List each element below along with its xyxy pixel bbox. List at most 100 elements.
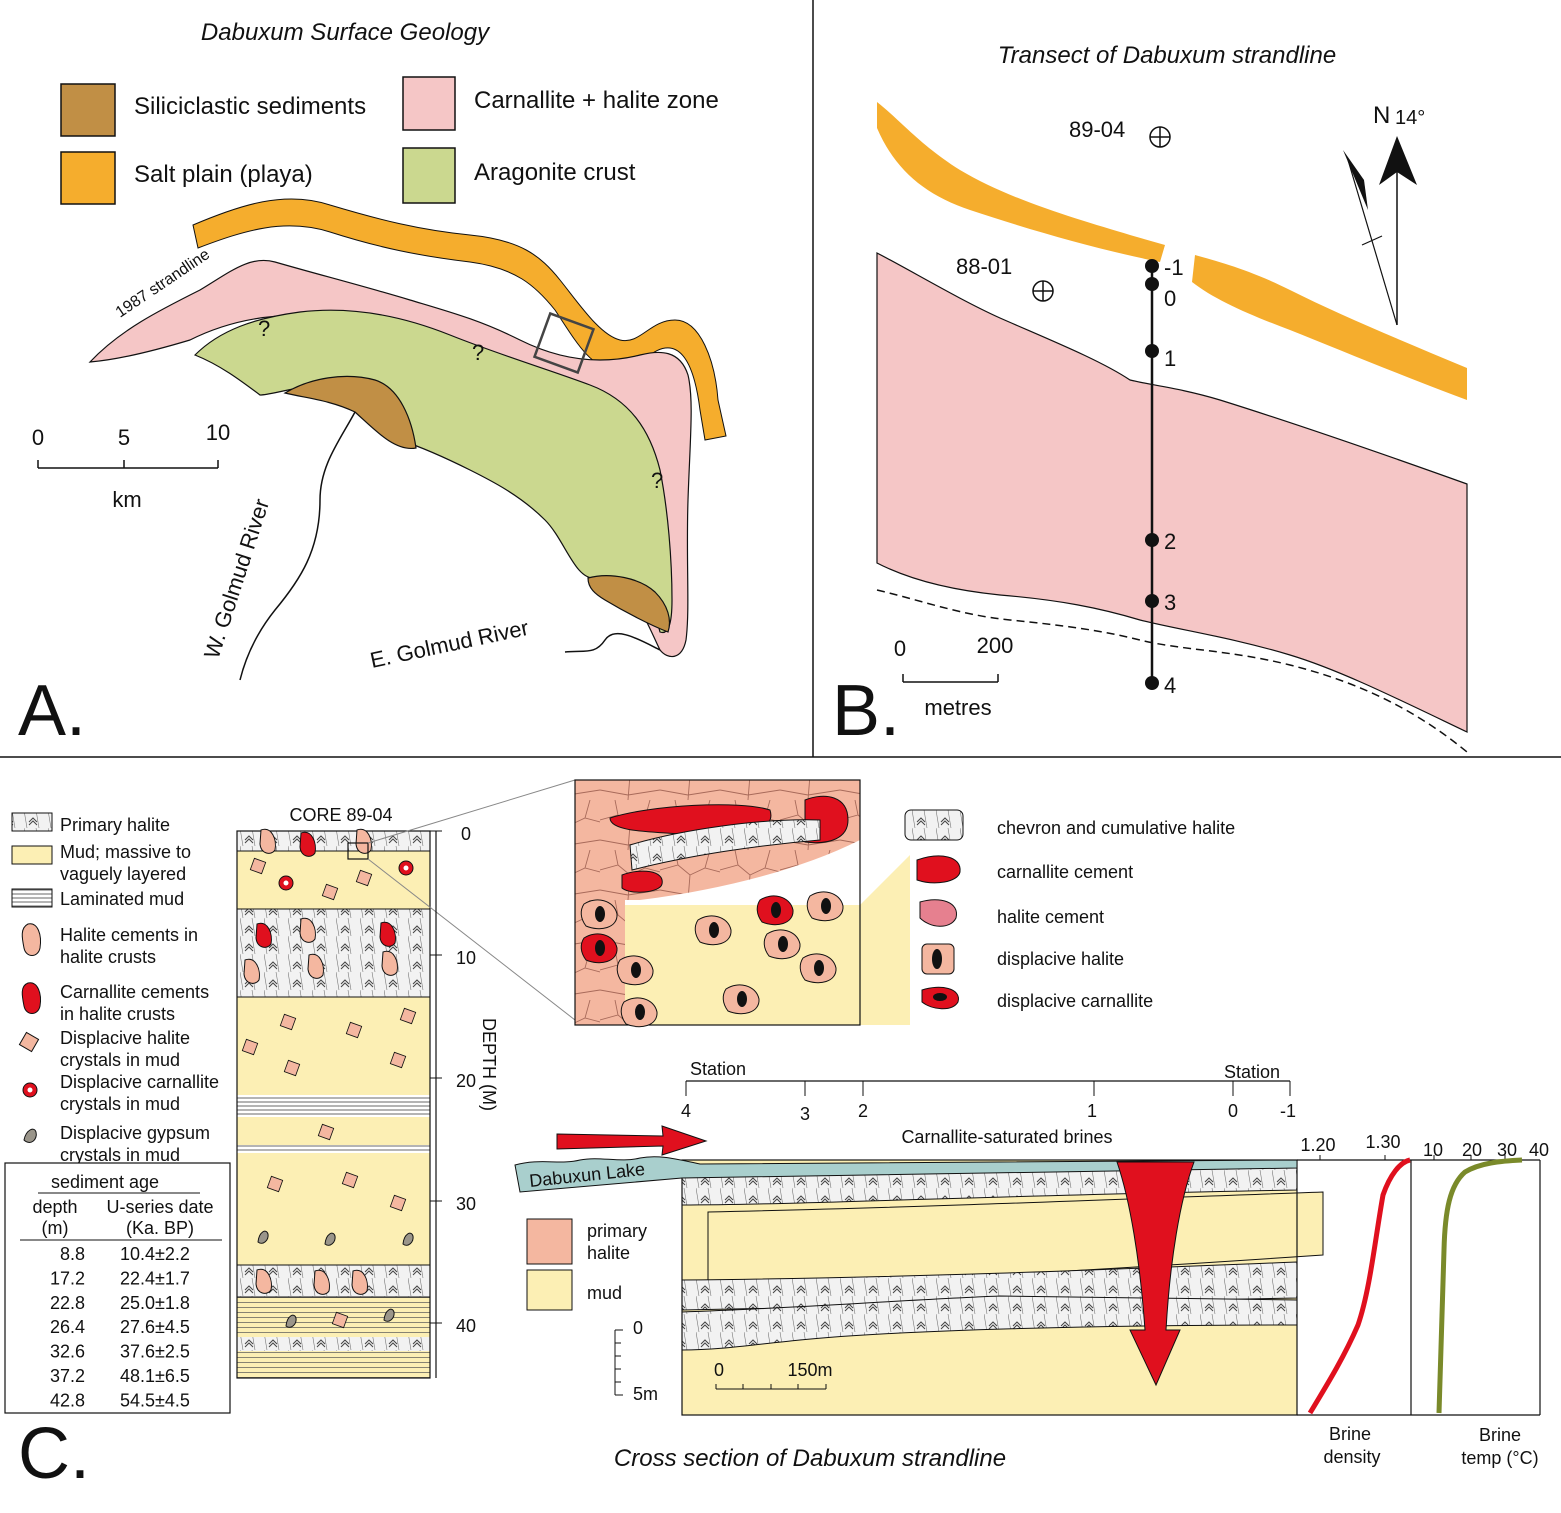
depth-tick-0: 0 (461, 824, 471, 844)
age-table-depth-cell: 32.6 (50, 1342, 85, 1362)
legend-laminated-mud-swatch (11, 888, 53, 908)
horizontal-scale: 0 150m (714, 1360, 833, 1390)
age-table-depth-cell: 37.2 (50, 1366, 85, 1386)
panel-b-label: B. (832, 671, 900, 751)
vertical-scale-5m: 5m (633, 1384, 658, 1404)
core-zoom-box (347, 842, 369, 860)
brine-label: Carnallite-saturated brines (901, 1127, 1112, 1147)
inset-legend-label-3: displacive halite (997, 949, 1124, 969)
panel-a: Dabuxum Surface Geology Siliciclastic se… (18, 19, 727, 751)
station-dot-0 (1145, 277, 1159, 291)
density-tick-1.20: 1.20 (1300, 1135, 1335, 1155)
legend-c-label-12: Displacive gypsum (60, 1123, 210, 1143)
inset-crystal-core (709, 922, 719, 938)
north-label: N (1373, 102, 1390, 129)
legend-c-label-9: crystals in mud (60, 1050, 180, 1070)
depth-tick-10: 10 (456, 948, 476, 968)
section-station-axis: Station Station 4 3 2 1 0 -1 Carnallite-… (681, 1059, 1296, 1147)
age-table-date-cell: 10.4±2.2 (120, 1244, 190, 1264)
inset-legend-label-4: displacive carnallite (997, 991, 1153, 1011)
gypsum-symbol (402, 1232, 414, 1246)
crust-cement-symbol (259, 828, 276, 854)
displacive-halite-symbol (331, 1311, 349, 1329)
age-table-date-cell: 22.4±1.7 (120, 1268, 190, 1288)
crust-cement-symbol (351, 1269, 368, 1295)
well-label-89-04: 89-04 (1069, 117, 1125, 142)
displacive-halite-symbol (399, 1007, 417, 1025)
scale-tick-0: 0 (32, 425, 44, 450)
crust-cement-symbol (255, 922, 272, 948)
legend-c-label-7: in halite crusts (60, 1004, 175, 1024)
station-word-right: Station (1224, 1062, 1280, 1082)
station-dot-2 (1145, 533, 1159, 547)
depth-tick-40: 40 (456, 1316, 476, 1336)
section-legend-mud-swatch (526, 1269, 573, 1311)
station-label-1: 1 (1164, 346, 1176, 371)
well-label-88-01: 88-01 (956, 254, 1012, 279)
panel-a-label: A. (18, 671, 86, 751)
north-arrow-icon: N 14° (1343, 102, 1425, 326)
age-table-depth-cell: 8.8 (60, 1244, 85, 1264)
age-table-date-cell: 48.1±6.5 (120, 1366, 190, 1386)
displacive-carnallite-core (283, 880, 289, 886)
inset-microfabric (574, 779, 910, 1028)
displacive-halite-symbol (249, 857, 267, 875)
section-station-3: 3 (800, 1104, 810, 1124)
displacive-halite-symbol (389, 1194, 407, 1212)
core-depth-axis: 0 10 20 30 40 DEPTH (M) (430, 824, 499, 1378)
legend-swatch-aragonite (402, 147, 456, 204)
density-label-2: density (1323, 1447, 1380, 1467)
w-golmud-river (239, 411, 356, 681)
core-title: CORE 89-04 (289, 805, 392, 825)
temp-tick-30: 30 (1497, 1140, 1517, 1160)
displacive-halite-symbol (266, 1175, 284, 1193)
legend-label-salt-plain: Salt plain (playa) (134, 161, 313, 188)
inset-crystal-core (814, 960, 824, 976)
horizontal-scale-150m: 150m (787, 1360, 832, 1380)
station-label-0: 0 (1164, 286, 1176, 311)
inset-crystal-core (595, 940, 605, 956)
density-label-1: Brine (1329, 1424, 1371, 1444)
section-legend-halite-label-1: primary (587, 1221, 647, 1241)
depth-tick-20: 20 (456, 1071, 476, 1091)
legend-c-label-10: Displacive carnallite (60, 1072, 219, 1092)
age-table-date-cell: 54.5±4.5 (120, 1390, 190, 1410)
displacive-halite-symbol (341, 1171, 359, 1189)
inset-legend-label-1: carnallite cement (997, 862, 1133, 882)
station-label-minus1: -1 (1164, 255, 1184, 280)
core-crystal-symbols (241, 828, 417, 1329)
legend-displacive-carnallite-icon-core (27, 1087, 33, 1093)
station-dot-3 (1145, 594, 1159, 608)
crust-cement-symbol (255, 1268, 272, 1294)
temp-label-1: Brine (1479, 1425, 1521, 1445)
inset-crystal-core (737, 991, 747, 1007)
siliciclastic-patch-south (587, 575, 671, 633)
legend-carnallite-cement-icon (21, 982, 41, 1014)
station-label-4: 4 (1164, 673, 1176, 698)
age-table-date-cell: 25.0±1.8 (120, 1293, 190, 1313)
carnallite-halite-block (876, 252, 1468, 733)
dashed-boundary (876, 589, 1468, 753)
crust-cement-symbol (299, 831, 316, 857)
section-station-2: 2 (858, 1101, 868, 1121)
legend-c-label-2: vaguely layered (60, 864, 186, 884)
e-golmud-river-label: E. Golmud River (368, 615, 531, 673)
brine-plots: 1.20 1.30 10 20 30 40 Brine density Brin… (1297, 1132, 1549, 1468)
age-table-header-ka: (Ka. BP) (126, 1218, 194, 1238)
panel-a-title: Dabuxum Surface Geology (201, 19, 491, 46)
panel-c-label: C. (18, 1414, 90, 1494)
age-table: sediment age depth U-series date (m) (Ka… (4, 1162, 231, 1414)
station-dot-minus1 (1145, 259, 1159, 273)
brine-reflux-arrow-icon (1116, 1161, 1195, 1387)
scale-b-unit: metres (924, 695, 991, 720)
well-symbol-89-04 (1149, 126, 1171, 148)
displacive-halite-symbol (389, 1051, 407, 1069)
legend-primary-halite-icon (11, 812, 53, 832)
e-golmud-river (564, 632, 661, 653)
inset-crystal-core (595, 906, 605, 922)
crust-cement-symbol (307, 953, 324, 979)
displacive-halite-symbol (283, 1059, 301, 1077)
temp-tick-40: 40 (1529, 1140, 1549, 1160)
scale-bar-km: 0 5 10 km (32, 420, 230, 512)
legend-c-label-0: Primary halite (60, 815, 170, 835)
